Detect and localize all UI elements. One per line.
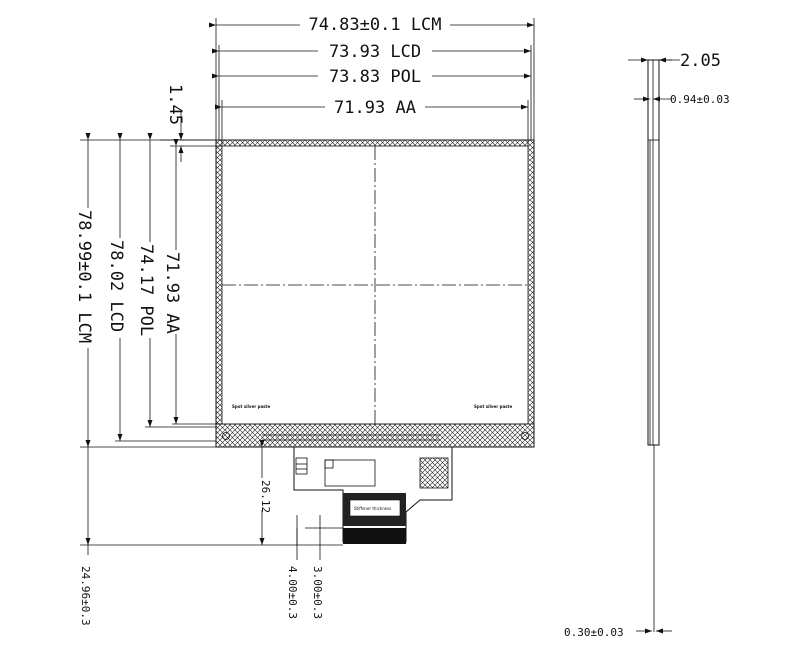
- dim-fpc-length: 26.12: [259, 480, 272, 513]
- dim-fpc-b: 3.00±0.3: [311, 566, 324, 619]
- side-module: [647, 59, 660, 446]
- fpc-dims: 24.96±0.3 26.12 4.00±0.3 3.00±0.3: [79, 440, 343, 626]
- dim-total-fpc: 24.96±0.3: [79, 566, 92, 626]
- silver-dot-left: [222, 432, 230, 440]
- vertical-dims: 78.99±0.1 LCM 78.02 LCD 74.17 POL 71.93 …: [74, 133, 222, 448]
- fpc-chip: [324, 459, 376, 487]
- dim-lcd-height: 78.02 LCD: [106, 240, 126, 332]
- dim-aa-height: 71.93 AA: [162, 252, 182, 334]
- dim-fpc-thickness: 0.30±0.03: [564, 626, 624, 639]
- top-offset-dim: 1.45: [160, 84, 222, 162]
- lcm-front-view: Spot silver paste Spot silver paste: [215, 139, 535, 448]
- horizontal-dims: 74.83±0.1 LCM 73.93 LCD 73.83 POL 71.93 …: [209, 15, 535, 146]
- dim-pol-height: 74.17 POL: [136, 244, 156, 336]
- dim-top-offset: 1.45: [165, 84, 185, 125]
- silver-paste-label-right: Spot silver paste: [474, 404, 512, 409]
- dim-aa-width: 71.93 AA: [334, 98, 416, 118]
- fpc-contacts: [343, 528, 406, 544]
- fpc-tail: Stiffener thickness: [293, 447, 453, 544]
- dim-lcm-width: 74.83±0.1 LCM: [308, 15, 441, 35]
- dim-pol-width: 73.83 POL: [329, 67, 421, 87]
- dim-thickness: 2.05: [680, 51, 721, 71]
- stiffener-label: Stiffener thickness: [354, 506, 391, 511]
- side-view: 2.05 0.94±0.03 0.30±0.03: [564, 51, 730, 639]
- dim-lcd-width: 73.93 LCD: [329, 42, 421, 62]
- fpc-component-a: [295, 457, 308, 475]
- dim-glass: 0.94±0.03: [670, 93, 730, 106]
- silver-dot-right: [521, 432, 529, 440]
- dim-lcm-height: 78.99±0.1 LCM: [74, 210, 94, 343]
- silver-paste-label-left: Spot silver paste: [232, 404, 270, 409]
- fpc-hatch-block: [419, 457, 449, 489]
- dim-fpc-a: 4.00±0.3: [286, 566, 299, 619]
